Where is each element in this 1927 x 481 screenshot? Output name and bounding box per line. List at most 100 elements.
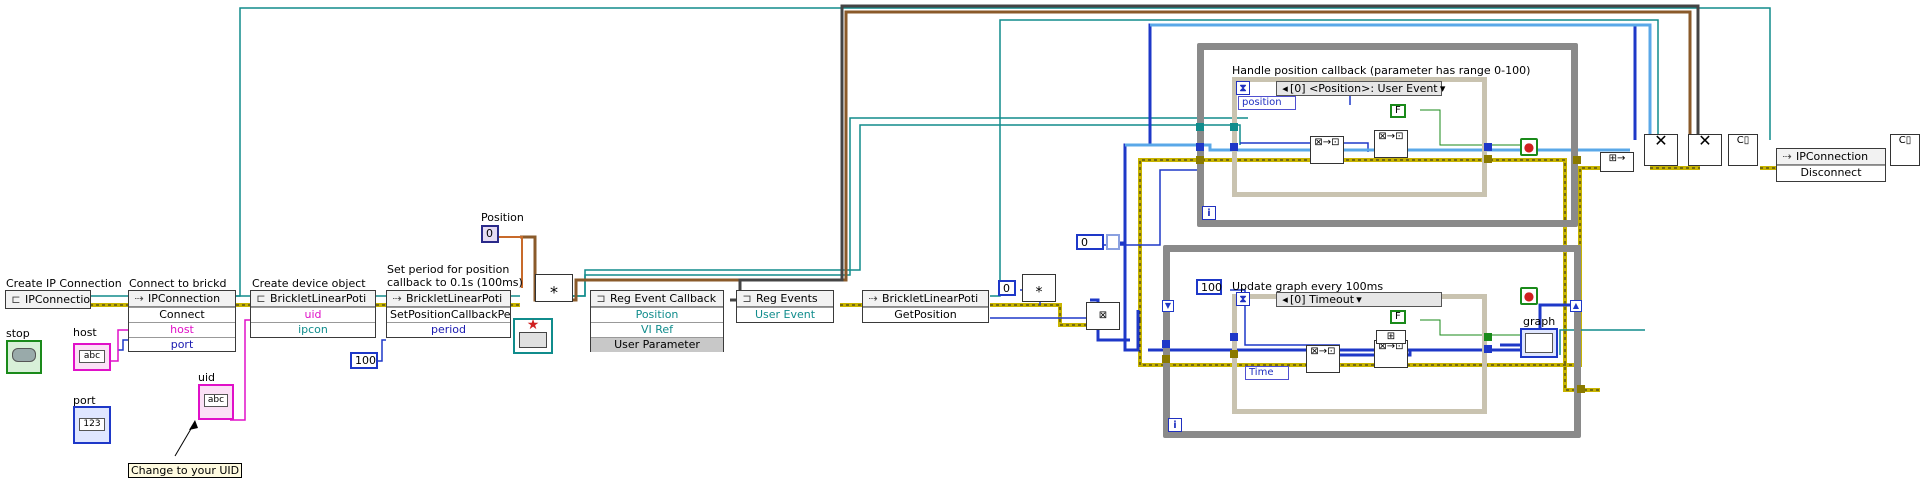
tunnel: [1484, 155, 1492, 163]
host-label: host: [73, 326, 97, 339]
create-device-label: Create device object: [252, 277, 366, 290]
tunnel: [1577, 385, 1585, 393]
top-while-loop[interactable]: [1197, 43, 1578, 227]
close-ref-icon: C▯: [1736, 135, 1750, 146]
change-uid-note: Change to your UID: [128, 463, 243, 478]
poti-create-node[interactable]: ⊏BrickletLinearPoti uid ipcon: [250, 290, 376, 338]
reg-event-callback-node[interactable]: ⊐Reg Event Callback Position VI Ref User…: [590, 290, 724, 352]
string-abc-icon: abc: [204, 394, 228, 407]
create-ip-label: Create IP Connection: [6, 277, 122, 290]
reg-events-title: Reg Events: [756, 292, 818, 305]
connect-host-input: host: [129, 322, 235, 337]
top-false-constant[interactable]: F: [1390, 104, 1406, 118]
this-vi-ref-node[interactable]: ★: [513, 318, 553, 354]
top-event-data-node: position: [1238, 96, 1296, 110]
poti-get-title: BrickletLinearPoti: [882, 292, 979, 305]
prev-case-icon: ◂: [1282, 82, 1288, 95]
top-queue-node-1[interactable]: ⊠→⊡: [1310, 136, 1344, 164]
timeout-constant[interactable]: 100: [1196, 279, 1222, 295]
connect-method: Connect: [129, 307, 235, 322]
merge-errors-node[interactable]: ⊞→: [1600, 152, 1634, 172]
reg-callback-title: Reg Event Callback: [610, 292, 717, 305]
asterisk-icon: ⁎: [550, 278, 558, 297]
stop-button-control[interactable]: [6, 340, 42, 374]
uid-arrow: [174, 420, 198, 457]
tunnel: [1196, 123, 1204, 131]
register-icon: ⊐: [596, 292, 606, 305]
invoke-icon: ⇢: [868, 292, 878, 305]
bottom-false-constant[interactable]: F: [1390, 310, 1406, 324]
invoke-icon: ⇢: [1782, 150, 1792, 163]
disconnect-method: Disconnect: [1777, 165, 1885, 180]
tunnel: [1230, 143, 1238, 151]
tunnel: [1484, 143, 1492, 151]
tunnel: [1162, 355, 1170, 363]
uid-string-control[interactable]: abc: [198, 384, 234, 420]
get-position-method: GetPosition: [863, 307, 988, 322]
tunnel: [1230, 123, 1238, 131]
x-icon: ✕: [1654, 131, 1668, 150]
ipconnection-disconnect-node[interactable]: ⇢IPConnection Disconnect: [1776, 148, 1886, 182]
graph-indicator: [1520, 328, 1558, 358]
period-constant[interactable]: 100: [350, 352, 378, 369]
port-numeric-control[interactable]: 123: [73, 406, 111, 444]
close-reference-node-a[interactable]: C▯: [1728, 134, 1758, 166]
host-string-control[interactable]: abc: [73, 343, 111, 371]
create-user-event-node[interactable]: ⁎: [535, 274, 573, 302]
bottom-stop-terminal: ●: [1520, 287, 1538, 305]
stop-label: stop: [6, 327, 30, 340]
bottom-event-structure[interactable]: [1232, 294, 1487, 414]
poti-set-period-node[interactable]: ⇢BrickletLinearPoti SetPositionCallbackP…: [386, 290, 511, 338]
top-loop-iteration-terminal: i: [1202, 206, 1216, 220]
ipconnection-create-title: IPConnection: [25, 293, 90, 306]
queue-asterisk-icon: ⁎: [1035, 280, 1043, 296]
stop-sign-icon: ●: [1523, 140, 1535, 154]
poti-period-title: BrickletLinearPoti: [406, 292, 503, 305]
tunnel: [1230, 350, 1238, 358]
top-case-title: Handle position callback (parameter has …: [1232, 64, 1531, 77]
obtain-queue-node[interactable]: ⁎: [1022, 274, 1056, 302]
bottom-queue-node-2[interactable]: ⊠→⊡: [1374, 340, 1408, 368]
zero-constant-b-array[interactable]: 0: [1076, 234, 1104, 250]
tunnel: [1230, 333, 1238, 341]
ipconnection-create-node[interactable]: ⊏ IPConnection: [5, 290, 91, 309]
set-period-label-1: Set period for position: [387, 263, 510, 276]
constructor-icon: ⊏: [11, 293, 21, 306]
tunnel: [1196, 143, 1204, 151]
ref-wire: [90, 7, 1771, 355]
invoke-icon: ⇢: [392, 292, 402, 305]
vi-icon: [519, 332, 547, 348]
bottom-param-label: Time: [1249, 367, 1274, 378]
string-abc-icon: abc: [79, 350, 105, 363]
bottom-queue-node-1[interactable]: ⊠→⊡: [1306, 345, 1340, 373]
prev-case-icon: ◂: [1282, 293, 1288, 306]
top-queue-node-2[interactable]: ⊠→⊡: [1374, 130, 1408, 158]
ipconnection-connect-node[interactable]: ⇢IPConnection Connect host port: [128, 290, 236, 352]
constructor-icon: ⊏: [256, 292, 266, 305]
top-event-structure[interactable]: [1232, 77, 1487, 197]
release-queue-node[interactable]: ✕: [1644, 131, 1678, 166]
tunnel: [1484, 333, 1492, 341]
position-label: Position: [481, 211, 524, 224]
port-label: port: [73, 394, 96, 407]
bottom-case-selector[interactable]: ◂[0] Timeout▾: [1276, 292, 1442, 307]
boolean-wire: [1420, 109, 1522, 336]
destroy-user-event-node[interactable]: ✕: [1688, 131, 1722, 166]
zero-indicator-small: [1106, 234, 1120, 250]
build-array-node[interactable]: ⊞: [1376, 330, 1406, 344]
tunnel: [1573, 156, 1581, 164]
zero-constant-a[interactable]: 0: [998, 280, 1016, 296]
tunnel: [1162, 340, 1170, 348]
x-icon: ✕: [1698, 131, 1712, 150]
top-case-selector[interactable]: ◂[0] <Position>: User Event▾: [1276, 81, 1445, 96]
close-reference-node-b[interactable]: C▯: [1890, 134, 1920, 166]
enqueue-node[interactable]: ⊠: [1086, 302, 1120, 330]
poti-create-title: BrickletLinearPoti: [270, 292, 367, 305]
reg-events-node[interactable]: ⊐Reg Events User Event: [736, 290, 834, 323]
blue-light-wire: [1125, 23, 1652, 152]
poti-get-position-node[interactable]: ⇢ BrickletLinearPoti GetPosition: [862, 290, 989, 323]
star-icon: ★: [526, 317, 540, 333]
bottom-event-data-node: Time: [1245, 366, 1289, 380]
stop-sign-icon: ●: [1523, 289, 1535, 303]
